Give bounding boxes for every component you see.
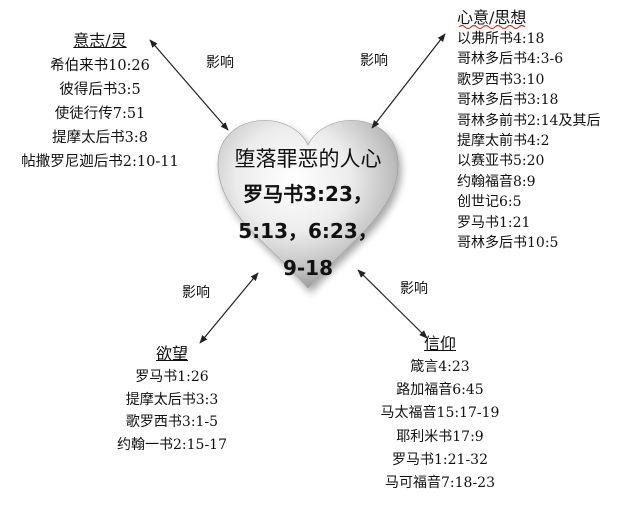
- group-will-spirit: 意志/灵 希伯来书10:26 彼得后书3:5 使徒行传7:51 提摩太后书3:8…: [10, 30, 190, 174]
- scripture-ref: 帖撒罗尼迦后书2:10-11: [21, 154, 179, 170]
- scripture-ref: 使徒行传7:51: [54, 106, 146, 122]
- heart-label: 堕落罪恶的人心 罗马书3:23， 5:13，6:23， 9-18: [208, 142, 408, 287]
- scripture-ref: 耶利米书17:9: [396, 428, 484, 445]
- group-heading: 意志/灵: [73, 31, 127, 50]
- arrow-bottom-left: [199, 272, 259, 344]
- influence-label-top-right: 影响: [360, 53, 388, 69]
- influence-label-bottom-left: 影响: [182, 285, 210, 301]
- arrow-top-right: [371, 33, 446, 129]
- heart-ref-line-3: 9-18: [282, 256, 334, 280]
- scripture-ref: 马可福音7:18-23: [385, 475, 495, 492]
- scripture-ref: 歌罗西书3:10: [457, 71, 545, 88]
- squiggle-underline: [458, 24, 526, 30]
- group-heading: 心意/思想: [457, 8, 527, 27]
- scripture-ref: 罗马书1:26: [135, 369, 209, 385]
- influence-label-top-left: 影响: [206, 55, 234, 71]
- scripture-ref: 约翰福音8:9: [457, 173, 536, 190]
- scripture-ref: 以弗所书4:18: [457, 31, 545, 47]
- scripture-ref: 路加福音6:45: [396, 382, 484, 399]
- scripture-ref: 提摩太后书3:3: [125, 391, 219, 408]
- scripture-ref: 歌罗西书3:1-5: [125, 414, 219, 430]
- scripture-ref: 罗马书1:21: [457, 214, 531, 231]
- scripture-ref: 哥林多后书10:5: [457, 235, 559, 252]
- heart-ref-line-1: 罗马书3:23，: [243, 182, 373, 206]
- heart-shape: [217, 120, 399, 289]
- scripture-ref: 马太福音15:17-19: [380, 405, 500, 422]
- group-heading: 欲望: [155, 344, 188, 363]
- scripture-ref: 罗马书1:21-32: [392, 451, 488, 468]
- heart-title: 堕落罪恶的人心: [234, 147, 382, 171]
- scripture-ref: 哥林多后书3:18: [457, 92, 559, 109]
- scripture-ref: 哥林多前书2:14及其后: [457, 112, 601, 129]
- arrow-bottom-right: [357, 269, 428, 339]
- heart-ref-line-2: 5:13，6:23，: [238, 219, 378, 243]
- scripture-ref: 创世记6:5: [457, 194, 522, 211]
- scripture-ref: 彼得后书3:5: [59, 82, 141, 98]
- scripture-ref: 以赛亚书5:20: [457, 153, 545, 170]
- scripture-ref: 希伯来书10:26: [50, 58, 150, 74]
- scripture-ref: 哥林多后书4:3-6: [457, 51, 564, 68]
- group-desire: 欲望 罗马书1:26 提摩太后书3:3 歌罗西书3:1-5 约翰一书2:15-1…: [92, 342, 252, 456]
- influence-label-bottom-right: 影响: [400, 281, 428, 297]
- group-faith: 信仰 箴言4:23 路加福音6:45 马太福音15:17-19 耶利米书17:9…: [335, 332, 545, 495]
- group-heading: 信仰: [423, 334, 456, 353]
- scripture-ref: 箴言4:23: [410, 359, 470, 375]
- scripture-ref: 提摩太前书4:2: [457, 133, 550, 150]
- group-mind-thought: 心意/思想 以弗所书4:18 哥林多后书4:3-6 歌罗西书3:10 哥林多后书…: [457, 7, 600, 253]
- scripture-ref: 提摩太后书3:8: [52, 130, 148, 146]
- scripture-ref: 约翰一书2:15-17: [117, 436, 227, 453]
- arrow-top-left: [149, 39, 229, 131]
